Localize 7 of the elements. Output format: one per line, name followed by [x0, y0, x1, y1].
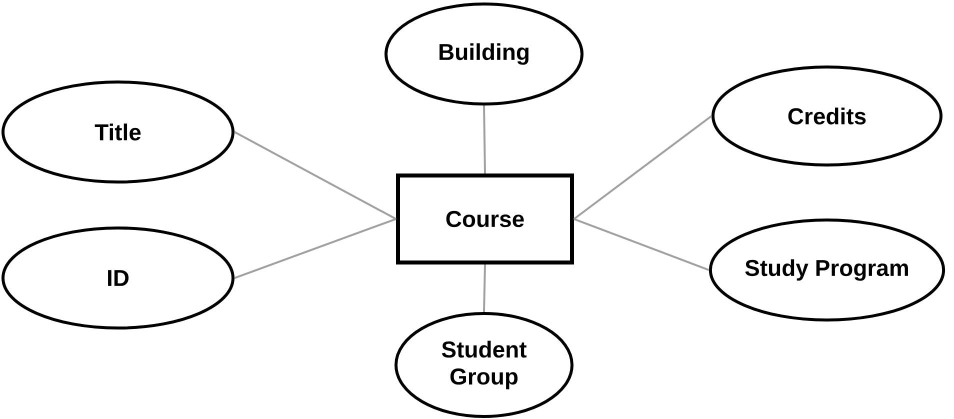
connector-line: [483, 105, 486, 174]
entity-box: Course: [396, 174, 574, 264]
connector-line: [234, 218, 396, 279]
connector-line: [234, 131, 396, 220]
connector-line: [483, 264, 486, 312]
connector-line: [574, 218, 710, 271]
connector-line: [573, 115, 712, 220]
